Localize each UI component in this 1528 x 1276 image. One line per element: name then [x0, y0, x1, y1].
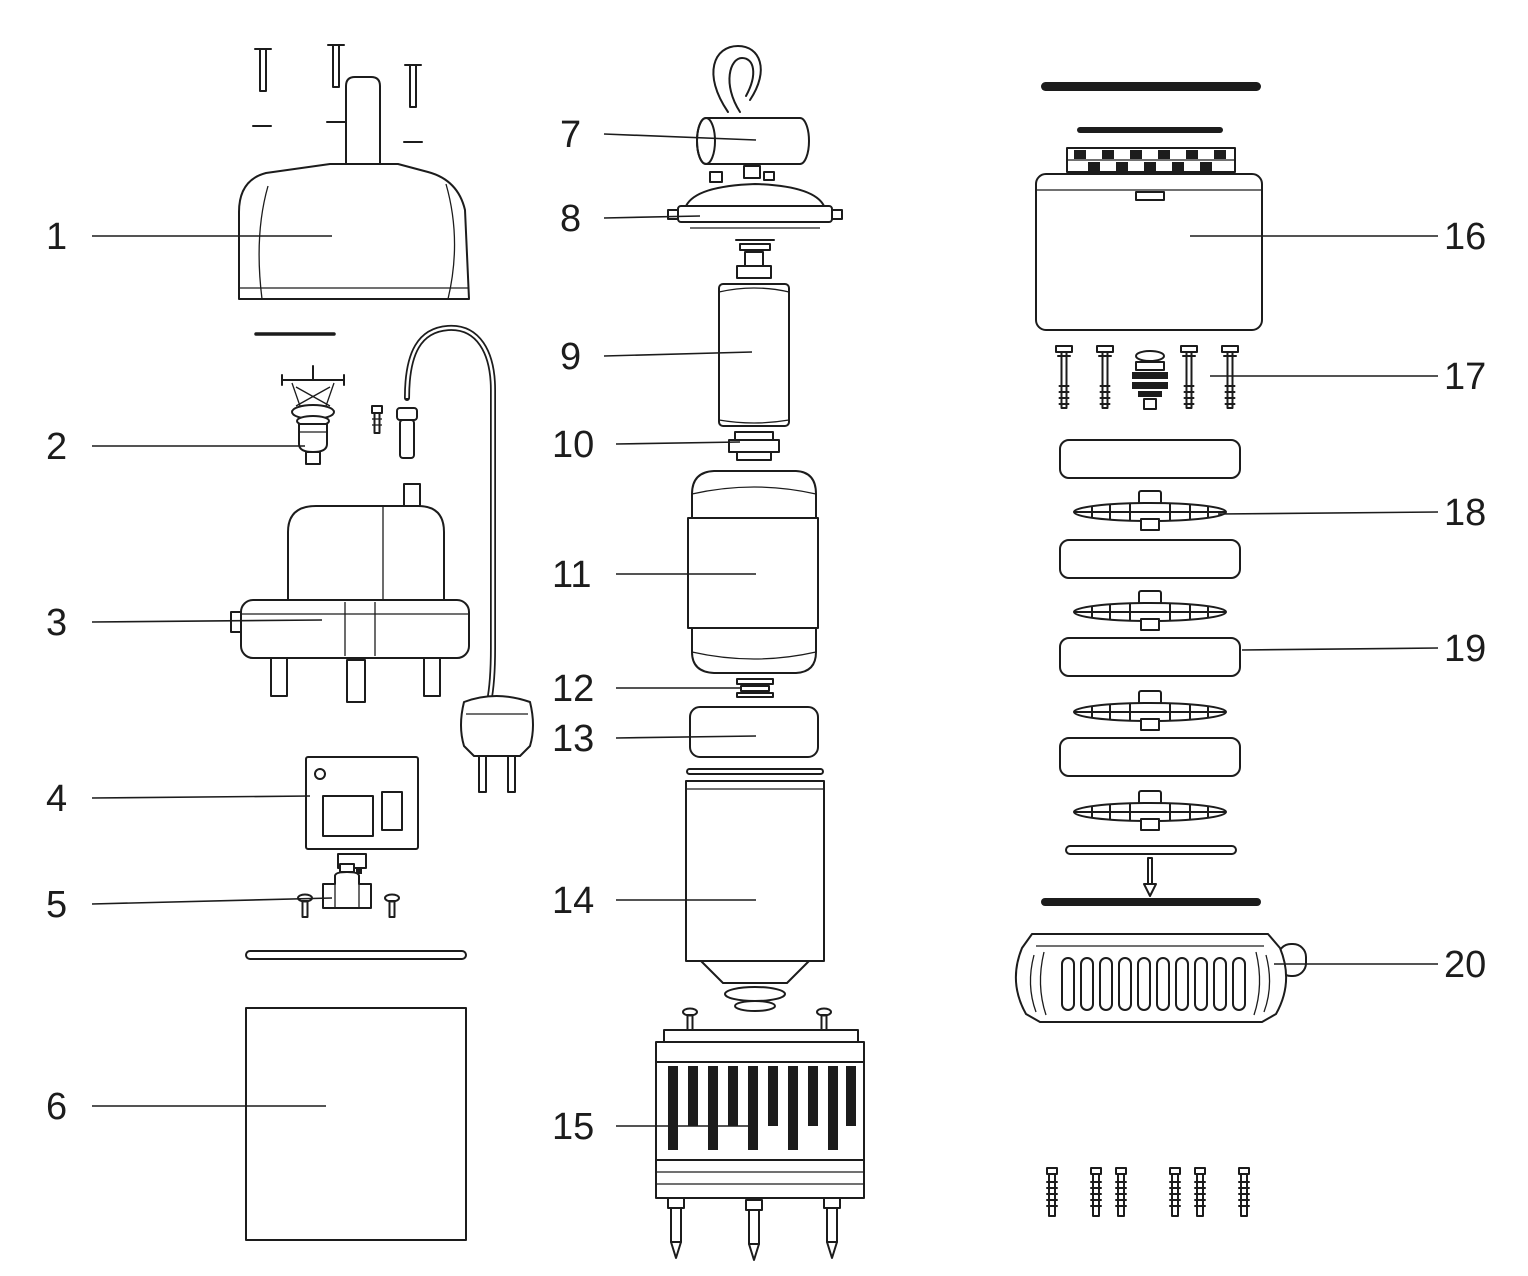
- callout-20: 20: [1444, 944, 1486, 986]
- part-5-cable-clamp: [297, 863, 400, 918]
- part-20-suction-strainer: [1014, 933, 1307, 1023]
- callout-8: 8: [560, 198, 581, 240]
- callout-14: 14: [552, 880, 594, 922]
- leader-line-8: [603, 215, 701, 219]
- callout-7: 7: [560, 114, 581, 156]
- callout-17: 17: [1444, 356, 1486, 398]
- diffuser-stage: [1059, 539, 1241, 579]
- o-ring: [1077, 127, 1223, 133]
- base-leg: [745, 1199, 763, 1261]
- seal-gasket: [245, 950, 467, 960]
- callout-11: 11: [552, 554, 591, 596]
- callout-6: 6: [46, 1086, 67, 1128]
- leader-line-3: [91, 619, 323, 623]
- stud-icon: [1090, 1167, 1102, 1217]
- impeller: [1073, 590, 1227, 631]
- thin-seal-ring: [686, 768, 824, 775]
- callout-3: 3: [46, 602, 67, 644]
- part-11-stator: [687, 470, 819, 674]
- callout-15: 15: [552, 1106, 594, 1148]
- impeller: [1073, 490, 1227, 531]
- callout-5: 5: [46, 884, 67, 926]
- callout-2: 2: [46, 426, 67, 468]
- callout-16: 16: [1444, 216, 1486, 258]
- stud-icon: [1194, 1167, 1206, 1217]
- tie-bolt-icon: [1221, 345, 1239, 409]
- part-1-top-cover-handle: [238, 44, 470, 300]
- bottom-plate: [1065, 845, 1237, 855]
- part-2-switch-valve: [281, 365, 383, 465]
- diffuser-stage: [1059, 439, 1241, 479]
- leader-line-19: [1241, 647, 1439, 651]
- impeller-screw-icon: [1147, 857, 1153, 885]
- part-6-filter-box: [245, 1007, 467, 1241]
- callout-4: 4: [46, 778, 67, 820]
- callout-1: 1: [46, 216, 67, 258]
- base-leg: [823, 1197, 841, 1259]
- stud-icon: [1046, 1167, 1058, 1217]
- callout-10: 10: [552, 424, 594, 466]
- base-screw-icon: [682, 1007, 698, 1032]
- callout-9: 9: [560, 336, 581, 378]
- diffuser-stage: [1059, 637, 1241, 677]
- part-15-pump-base-strainer: [655, 1007, 865, 1261]
- base-leg: [667, 1197, 685, 1259]
- callout-numbers: 1 2 3 4 5 6 7 8 9 10 11 12 13 14 15 16 1…: [46, 114, 1486, 1148]
- part-8-motor-top-cap: [667, 165, 843, 251]
- callout-12: 12: [552, 668, 594, 710]
- part-14-motor-housing: [685, 780, 825, 1012]
- power-plug: [460, 695, 534, 757]
- base-seal-ring: [1041, 898, 1261, 906]
- base-screw-icon: [816, 1007, 832, 1032]
- cover-screw-icon: [254, 48, 272, 92]
- leader-line-10: [615, 441, 741, 445]
- stud-icon: [1238, 1167, 1250, 1217]
- cover-screw-icon: [327, 44, 345, 88]
- carry-handle: [345, 76, 381, 165]
- leader-line-13: [615, 735, 757, 739]
- part-3-motor-unit-power-cord: [230, 324, 534, 793]
- top-seal-ring: [1041, 82, 1261, 91]
- leader-lines: [91, 133, 1439, 1127]
- callout-19: 19: [1444, 628, 1486, 670]
- small-bolt-icon: [371, 405, 383, 414]
- callout-13: 13: [552, 718, 594, 760]
- part-12-spacer-washer: [736, 678, 774, 698]
- part-9-rotor-shaft: [718, 251, 790, 427]
- part-16-pump-chamber-housing: [1035, 82, 1263, 331]
- diffuser-stage: [1059, 737, 1241, 777]
- leader-line-9: [603, 351, 753, 357]
- impeller: [1073, 790, 1227, 831]
- clamp-screw-icon: [384, 893, 400, 918]
- stud-icon: [1115, 1167, 1127, 1217]
- part-10-bearing: [728, 431, 780, 461]
- part-13-spacer-ring: [689, 706, 819, 758]
- tie-bolt-icon: [1055, 345, 1073, 409]
- part-4-circuit-board: [305, 756, 419, 874]
- leader-line-18: [1217, 511, 1439, 515]
- leader-line-4: [91, 795, 311, 799]
- stud-icon: [1169, 1167, 1181, 1217]
- leader-line-7: [603, 133, 757, 141]
- part-17-tie-bolts: [1055, 345, 1239, 410]
- impeller: [1073, 690, 1227, 731]
- mounting-studs: [1046, 1167, 1250, 1217]
- leader-line-5: [91, 897, 333, 905]
- stage-stack-diffusers-impellers: [1041, 439, 1261, 906]
- tie-bolt-icon: [1096, 345, 1114, 409]
- callout-18: 18: [1444, 492, 1486, 534]
- tie-bolt-icon: [1180, 345, 1198, 409]
- part-7-capacitor-with-loop: [696, 45, 810, 165]
- cover-screw-icon: [404, 64, 422, 108]
